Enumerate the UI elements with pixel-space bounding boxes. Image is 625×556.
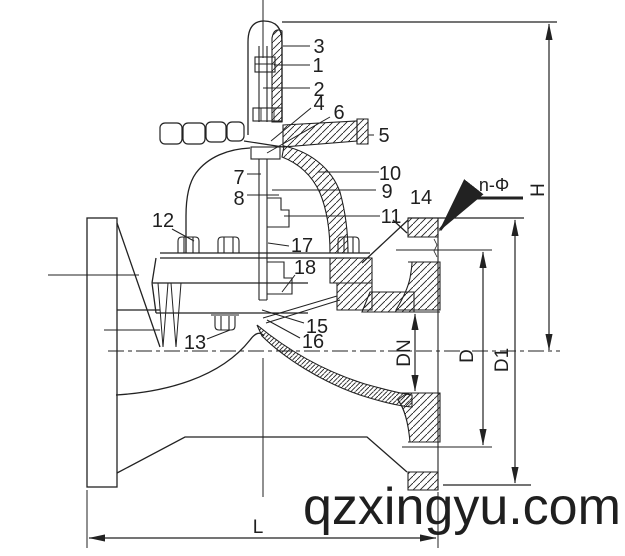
packing-box <box>250 146 281 160</box>
callout-4: 4 <box>313 93 324 115</box>
stem-cap <box>247 20 283 135</box>
callout-6: 6 <box>333 102 344 124</box>
callout-8: 8 <box>233 188 244 210</box>
handwheel-grip-3 <box>205 121 227 143</box>
watermark-text: qzxingyu.com <box>303 478 621 536</box>
stem-lower <box>258 159 268 301</box>
handwheel-grip-2 <box>182 122 206 145</box>
n-phi-leader-arrow <box>438 179 523 232</box>
callout-1: 1 <box>312 55 323 77</box>
flange-bolt-1 <box>175 236 202 254</box>
l-extension-lines <box>86 490 439 548</box>
gland-nut-facets <box>260 108 275 121</box>
leader-18 <box>281 274 296 293</box>
callout-15: 15 <box>306 316 328 338</box>
body-outline <box>86 20 409 488</box>
bonnet-flange-plates <box>151 252 370 314</box>
lower-bolt <box>211 314 239 331</box>
leader-12 <box>171 228 195 242</box>
callout-7: 7 <box>233 167 244 189</box>
bolts <box>175 236 362 331</box>
handwheel-rim-section <box>356 118 369 145</box>
callout-11: 11 <box>381 206 402 228</box>
weir-curve <box>115 332 265 396</box>
n-phi-label: n-Φ <box>479 175 509 195</box>
pipe-flange-details <box>392 218 440 491</box>
callout-14: 14 <box>410 187 432 209</box>
dimension-lines <box>86 21 557 548</box>
dn-label: DN <box>394 339 415 366</box>
callout-13: 13 <box>184 332 206 354</box>
bonnet-flange-section <box>329 257 373 284</box>
diaphragm-edge <box>262 295 341 324</box>
leader-6 <box>266 116 331 154</box>
callout-10: 10 <box>379 163 401 185</box>
handwheel-spoke-line <box>243 140 284 148</box>
compressor <box>267 261 293 295</box>
right-hub-cone <box>361 219 409 264</box>
callout-5: 5 <box>378 125 389 147</box>
handwheel-wedge-section <box>282 120 358 148</box>
leader-16 <box>266 319 301 339</box>
callout-18: 18 <box>294 257 316 279</box>
d-extension-lines <box>396 249 492 448</box>
left-hub-cone <box>116 222 161 348</box>
callout-17: 17 <box>291 235 313 257</box>
diaphragm-section <box>256 324 413 408</box>
flange-bolt-3 <box>335 236 362 254</box>
callout-leaders <box>171 45 380 340</box>
stem-bushing <box>267 197 290 228</box>
gland-nut <box>252 107 283 122</box>
flange-edges <box>392 236 440 491</box>
callout-12: 12 <box>152 210 174 232</box>
leader-4 <box>270 107 312 142</box>
bonnet-dome <box>185 147 251 253</box>
pipe-flange-upper-section <box>395 261 441 311</box>
leader-15 <box>261 309 305 324</box>
callout-16: 16 <box>302 331 324 353</box>
callout-3: 3 <box>313 36 324 58</box>
hatched-sections <box>256 29 441 491</box>
flange-bolt-2 <box>215 236 242 254</box>
handwheel-grip-1 <box>159 122 183 145</box>
stem-assembly <box>250 46 341 324</box>
callout-labels: 3 1 2 4 6 5 10 9 11 14 7 8 12 17 18 13 1… <box>152 36 432 354</box>
leader-13 <box>206 329 231 340</box>
handwheel-grip-4 <box>226 121 245 142</box>
dimension-labels: n-Φ H DN D D1 L <box>253 175 549 538</box>
bolt-hole-break-line <box>433 238 438 258</box>
l-label: L <box>253 517 264 538</box>
left-flange <box>86 217 118 488</box>
stem-upper <box>258 46 268 122</box>
d1-label: D1 <box>492 348 513 372</box>
h-label: H <box>528 183 549 197</box>
leader-17 <box>267 242 290 247</box>
body-bottom <box>116 436 408 474</box>
d-label: D <box>457 349 478 363</box>
callout-2: 2 <box>313 79 324 101</box>
handwheel <box>159 121 284 148</box>
callout-9: 9 <box>381 181 392 203</box>
flange-edge-wedges <box>157 282 182 348</box>
pipe-flange-top-section <box>407 217 439 238</box>
